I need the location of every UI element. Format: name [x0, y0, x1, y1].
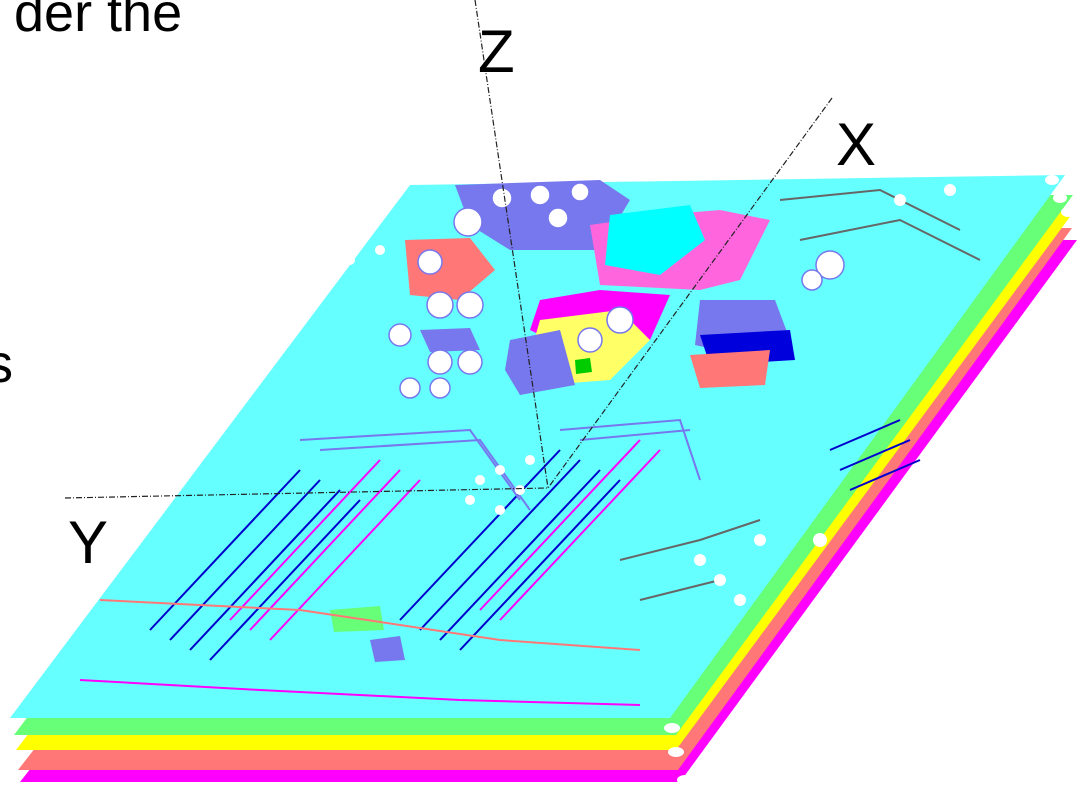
z-axis-line [474, 0, 549, 489]
x-axis-line [547, 97, 833, 489]
z-axis-label: Z [478, 18, 515, 85]
pour-periwinkle-bottom [370, 636, 405, 662]
pour-periwinkle-small [420, 328, 480, 352]
pour-green-small [575, 358, 592, 374]
x-axis-label: X [836, 111, 876, 178]
slide-text-line-2: s [0, 337, 13, 391]
layer-cyan [10, 175, 1065, 718]
pour-periwinkle-center [505, 330, 575, 395]
pour-cyan-middle [605, 205, 705, 275]
y-axis-label: Y [68, 509, 108, 576]
slide-text-line-1: der the [14, 0, 183, 43]
axis-lines [64, 0, 833, 499]
component-pads [388, 182, 845, 399]
pour-salmon-right [690, 350, 770, 388]
signal-traces [79, 188, 981, 706]
via-dots [345, 184, 1007, 606]
y-axis-line [64, 487, 549, 499]
layer-edge-vias [664, 175, 1075, 785]
